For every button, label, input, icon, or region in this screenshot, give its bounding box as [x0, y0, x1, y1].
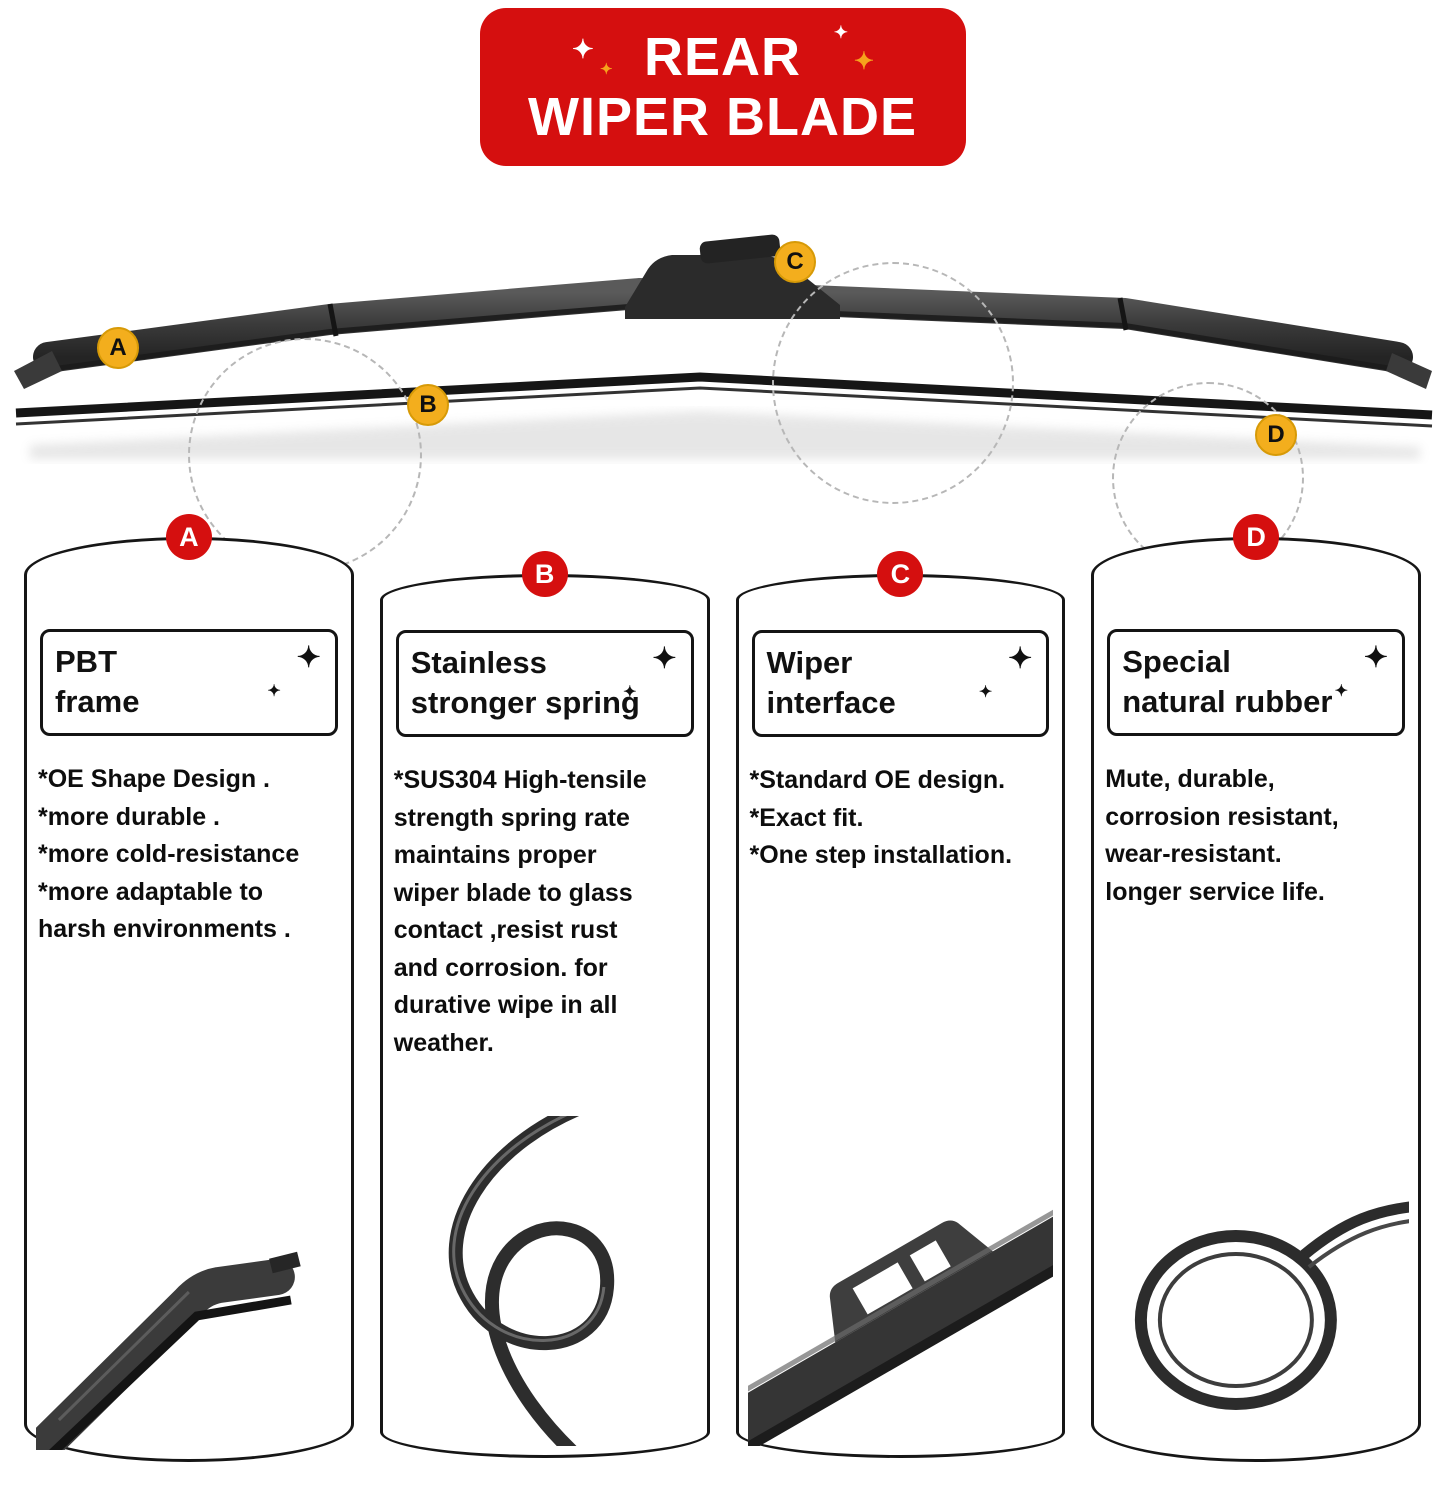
body-line: *Standard OE design.: [749, 766, 1006, 794]
blade-tip-body: [36, 1259, 295, 1450]
connector-hole-small: [909, 1240, 951, 1282]
body-line: corrosion resistant,: [1105, 802, 1339, 831]
rubber-coil: [1135, 1230, 1338, 1410]
sparkle-icon: ✦: [1363, 642, 1388, 674]
spring-band-highlight: [452, 1116, 606, 1342]
banner-title-text-1: REAR: [643, 26, 801, 87]
sparkle-icon: ✦: [571, 33, 595, 64]
body-line: *SUS304 High-tensile: [393, 766, 647, 794]
stainless-spring-photo: [392, 1116, 698, 1446]
panel-title-line: Wiper: [766, 645, 853, 680]
body-line: Mute, durable,: [1105, 765, 1275, 793]
dashed-circle: [772, 262, 1014, 504]
blade-tip-end-cap: [269, 1251, 301, 1274]
body-line: harsh environments .: [38, 915, 291, 943]
body-line: maintains proper: [393, 841, 597, 869]
panel-title-line: natural rubber: [1122, 683, 1333, 719]
blade-callout-b: B: [407, 384, 449, 426]
body-line: weather.: [393, 1028, 494, 1057]
body-line: longer service life.: [1105, 877, 1325, 906]
panel-body-text: *Standard OE design. *Exact fit. *One step…: [750, 762, 1056, 875]
body-line: *more adaptable to: [38, 877, 264, 906]
panel-wiper-interface: C Wiper interface ✦ ✦ *Standard OE desig…: [735, 551, 1066, 1458]
body-line: *OE Shape Design .: [38, 765, 271, 793]
sparkle-icon: ✦: [652, 643, 677, 675]
panel-title-box: Stainless stronger spring ✦ ✦: [395, 630, 694, 738]
frame-joint-left: [327, 303, 339, 337]
connector-base-edge: [747, 1238, 1054, 1446]
body-line: *more durable .: [38, 802, 220, 831]
rubber-tail-edge: [1307, 1219, 1409, 1269]
sparkle-icon: ✦: [267, 683, 281, 700]
banner-title-text-2: WIPER BLADE: [528, 87, 917, 147]
panel-body-text: Mute, durable, corrosion resistant, wear-r…: [1105, 761, 1411, 911]
spring-band: [448, 1116, 614, 1446]
panel-title-box: PBT frame ✦ ✦: [40, 629, 338, 737]
wiper-interface-photo: [747, 1116, 1054, 1446]
blade-tip-rubber: [48, 1295, 292, 1450]
sparkle-icon: ✦: [978, 684, 993, 701]
panel-badge-c: C: [877, 551, 924, 597]
panel-title-line: Special: [1122, 644, 1231, 679]
blade-frame-shadow-edge: [47, 302, 1399, 373]
title-banner: ✦ REAR ✦ ✦ ✦ WIPER BLADE: [479, 8, 966, 166]
panel-body-text: *OE Shape Design . *more durable . *more c…: [38, 761, 344, 949]
blade-tip-highlight: [57, 1290, 190, 1422]
connector-hole-large: [852, 1262, 913, 1315]
panel-title-line: stronger spring: [410, 684, 640, 720]
panel-title-box: Special natural rubber ✦ ✦: [1107, 629, 1405, 737]
sparkle-icon: ✦: [1007, 643, 1033, 675]
rubber-tail: [1300, 1201, 1409, 1260]
frame-joint-right: [1117, 297, 1129, 331]
body-line: *Exact fit.: [749, 803, 864, 832]
sparkle-icon: ✦: [853, 47, 875, 75]
blade-callout-a: A: [97, 327, 139, 369]
sparkle-icon: ✦: [833, 22, 849, 42]
blade-callout-c: C: [774, 241, 816, 283]
sparkle-icon: ✦: [1334, 683, 1348, 700]
panel-title-line: frame: [55, 683, 140, 719]
panel-title-box: Wiper interface ✦ ✦: [751, 630, 1050, 738]
panel-badge-a: A: [165, 514, 212, 560]
banner-line-2: WIPER BLADE: [528, 88, 917, 146]
panel-natural-rubber: D Special natural rubber ✦ ✦ Mute, durab…: [1091, 514, 1421, 1462]
panel-title-line: interface: [766, 684, 896, 720]
pbt-frame-photo: [36, 1120, 342, 1450]
panel-stainless-spring: B Stainless stronger spring ✦ ✦ *SUS304 …: [379, 551, 710, 1458]
blade-frame: [33, 278, 1413, 372]
body-line: durative wipe in all: [393, 991, 618, 1019]
panel-pbt-frame: A PBT frame ✦ ✦ *OE Shape Design . *more …: [24, 514, 354, 1462]
blade-left-tip: [14, 351, 62, 389]
blade-right-tip: [1386, 353, 1432, 389]
sparkle-icon: ✦: [296, 642, 321, 674]
natural-rubber-photo: [1103, 1120, 1409, 1450]
sparkle-icon: ✦: [599, 60, 614, 78]
connector-hook: [699, 234, 781, 264]
body-line: *One step installation.: [749, 841, 1013, 869]
feature-panels: A PBT frame ✦ ✦ *OE Shape Design . *more …: [24, 514, 1421, 1462]
body-line: strength spring rate: [393, 803, 630, 832]
body-line: wiper blade to glass: [393, 878, 633, 907]
sparkle-icon: ✦: [623, 684, 637, 701]
body-line: wear-resistant.: [1105, 840, 1282, 868]
blade-callout-d: D: [1255, 414, 1297, 456]
panel-badge-d: D: [1233, 514, 1280, 560]
connector-base: [747, 1204, 1054, 1446]
panel-body-text: *SUS304 High-tensile strength spring rate…: [394, 762, 700, 1062]
rubber-coil-inner: [1158, 1252, 1315, 1388]
connector-highlight: [747, 1197, 1054, 1412]
body-line: and corrosion. for: [393, 953, 608, 982]
body-line: *more cold-resistance: [38, 840, 300, 868]
hero-section: ✦ REAR ✦ ✦ ✦ WIPER BLADE: [0, 0, 1445, 574]
panel-badge-b: B: [521, 551, 568, 597]
body-line: contact ,resist rust: [393, 916, 618, 944]
banner-line-1: ✦ REAR ✦ ✦ ✦: [572, 24, 874, 87]
panel-title-line: Stainless: [410, 645, 547, 680]
panel-title-line: PBT: [55, 644, 117, 679]
